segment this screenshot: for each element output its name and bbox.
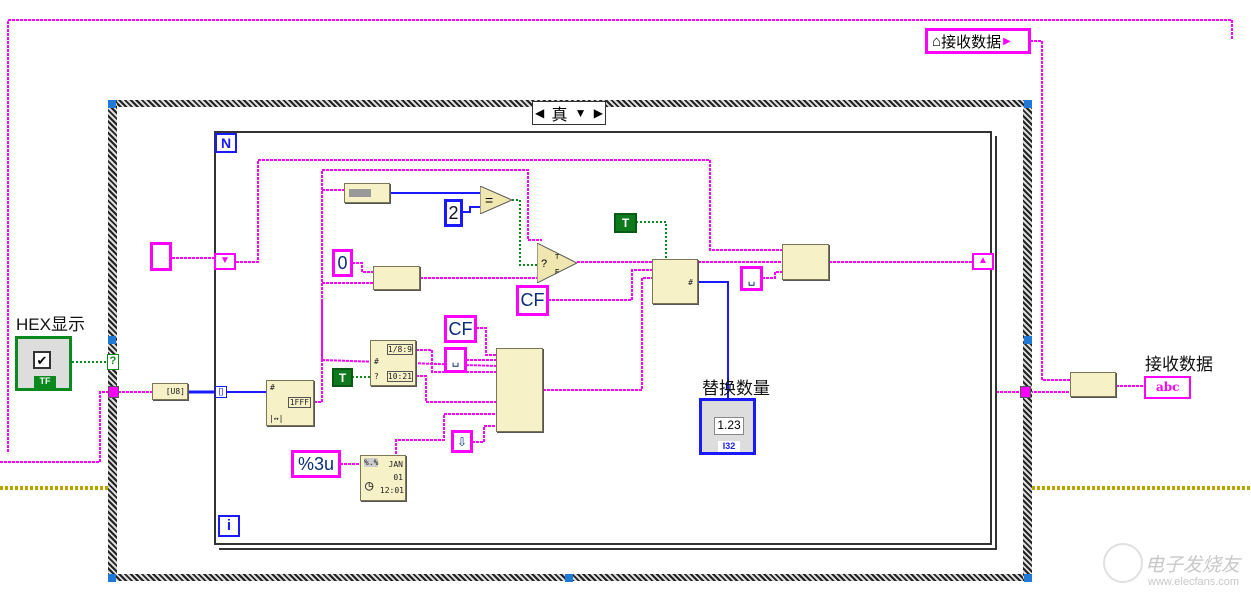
cf-constant-1[interactable]: CF xyxy=(516,285,549,316)
wire-space-to-concat xyxy=(762,271,782,279)
case-selector[interactable]: ◀ 真 ▼ ▶ xyxy=(532,101,606,125)
wire-shift-top xyxy=(236,159,782,263)
svg-text:T: T xyxy=(555,254,560,261)
equal-node[interactable]: = xyxy=(479,185,514,215)
wire-hexstr xyxy=(321,300,497,367)
svg-text:?: ? xyxy=(541,258,547,270)
case-dropdown-icon[interactable]: ▼ xyxy=(574,106,587,120)
case-input-tunnel xyxy=(108,386,119,398)
empty-string-constant[interactable] xyxy=(150,242,172,271)
case-selector-value: 真 xyxy=(551,107,568,124)
received-data-label: 接收数据 xyxy=(1145,355,1213,374)
case-resize-handle-right[interactable] xyxy=(1024,336,1032,344)
wire-local-down xyxy=(1030,40,1070,381)
array-index-tunnel: [] xyxy=(215,386,227,398)
case-resize-handle-bottom-left[interactable] xyxy=(108,574,116,582)
case-resize-handle-bottom[interactable] xyxy=(565,574,573,582)
true-constant-1[interactable]: T xyxy=(614,213,637,233)
wire-fmt-to-sr xyxy=(543,277,652,391)
watermark-url: www.elecfans.com xyxy=(1148,576,1240,588)
home-icon: ⌂ xyxy=(932,32,942,50)
replace-count-label: 替换数量 xyxy=(702,379,770,398)
wire-date-b xyxy=(416,375,496,403)
format-date-node[interactable]: 1/8:9 # ? 10:21 xyxy=(370,340,416,386)
time-format-node[interactable]: %.% ◷ JAN 01 12:01 xyxy=(360,455,406,501)
svg-text:=: = xyxy=(485,192,493,208)
shift-register-left: ▼ xyxy=(214,253,236,270)
case-next-arrow[interactable]: ▶ xyxy=(593,106,603,120)
case-resize-handle-top-right[interactable] xyxy=(1024,100,1032,108)
replace-count-indicator[interactable]: 1.23 I32 xyxy=(699,398,756,455)
number-to-hex-node[interactable]: # 1FFF |↔| xyxy=(266,380,314,426)
for-loop xyxy=(214,131,992,545)
watermark-brand: 电子发烧友 xyxy=(1145,555,1241,576)
hex-display-type-badge: TF xyxy=(34,376,56,388)
wire-cf2 xyxy=(476,327,496,356)
cf-constant-2[interactable]: CF xyxy=(444,315,477,343)
constant-two[interactable]: 2 xyxy=(444,199,463,227)
case-selector-terminal[interactable]: ? xyxy=(107,354,119,370)
down-arrow-constant[interactable]: ⇩ xyxy=(451,430,473,453)
watermark-logo xyxy=(1103,543,1143,583)
wire-eq-to-select xyxy=(512,199,537,266)
case-resize-handle-bottom-right[interactable] xyxy=(1024,574,1032,582)
loop-count-terminal: N xyxy=(215,133,237,153)
hex-display-label: HEX显示 xyxy=(16,315,85,334)
wire-true-to-sr xyxy=(636,221,667,259)
wire-outer-string xyxy=(7,19,1233,452)
space-constant-1[interactable]: ␣ xyxy=(740,266,763,291)
wire-cf-to-sr xyxy=(548,269,652,301)
wire-arrow-const xyxy=(472,425,496,443)
byte-array-to-string-node[interactable]: [U8] xyxy=(152,383,188,400)
search-and-replace-node[interactable]: # xyxy=(652,259,698,304)
true-constant-2[interactable]: T xyxy=(332,368,353,387)
case-output-tunnel xyxy=(1020,386,1031,398)
constant-zero[interactable]: 0 xyxy=(332,249,353,277)
case-resize-handle-left[interactable] xyxy=(108,336,116,344)
wire-two-to-eq xyxy=(462,206,480,213)
space-constant-2[interactable]: ␣ xyxy=(444,347,467,373)
loop-iteration-terminal: i xyxy=(218,515,240,537)
received-data-local-variable[interactable]: ⌂ 接收数据 ▶ xyxy=(925,28,1031,54)
shift-register-right: ▲ xyxy=(972,253,994,270)
svg-text:F: F xyxy=(555,269,559,276)
wire-hex-branch xyxy=(314,169,542,403)
format-into-string-node[interactable] xyxy=(496,348,543,432)
concatenate-node-1[interactable] xyxy=(373,266,420,290)
wire-count-out xyxy=(698,281,729,398)
wire-zero-to-concat xyxy=(352,262,373,273)
string-length-node[interactable] xyxy=(344,183,390,203)
checkbox-icon: ✔ xyxy=(33,351,51,369)
select-node[interactable]: ? T F xyxy=(536,242,579,284)
hex-display-control[interactable]: ✔ TF xyxy=(15,336,72,391)
wire-left-in xyxy=(0,391,113,463)
clock-icon: ◷ xyxy=(365,478,374,494)
case-resize-handle-top[interactable] xyxy=(108,100,116,108)
case-prev-arrow[interactable]: ◀ xyxy=(535,106,545,120)
format-string-constant[interactable]: %3u xyxy=(291,450,341,478)
concatenate-node-2[interactable] xyxy=(782,244,829,280)
received-data-indicator[interactable]: abc xyxy=(1144,376,1191,399)
concatenate-node-3[interactable] xyxy=(1070,372,1116,397)
